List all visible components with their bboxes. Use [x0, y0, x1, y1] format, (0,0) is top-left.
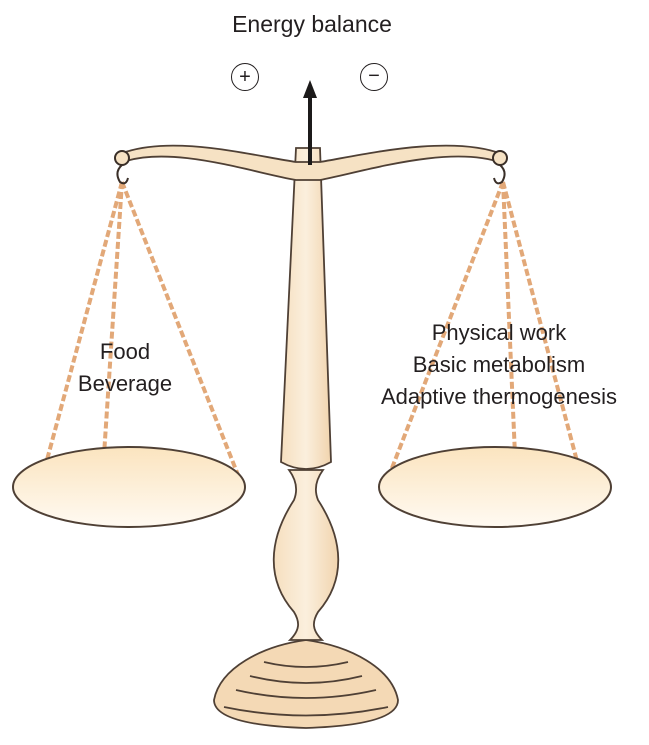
intake-item-beverage: Beverage [60, 368, 190, 400]
right-pan [379, 447, 611, 527]
diagram-title: Energy balance [0, 11, 624, 38]
expenditure-item-physical-work: Physical work [340, 317, 649, 349]
energy-expenditure-labels: Physical work Basic metabolism Adaptive … [340, 317, 649, 413]
left-pan [13, 447, 245, 527]
expenditure-item-adaptive-thermogenesis: Adaptive thermogenesis [340, 381, 649, 413]
expenditure-item-basic-metabolism: Basic metabolism [340, 349, 649, 381]
negative-balance-symbol: − [360, 63, 388, 91]
scale-column [274, 470, 339, 640]
intake-item-food: Food [60, 336, 190, 368]
left-hook [115, 151, 129, 183]
scale-pillar [281, 148, 331, 469]
right-hook [493, 151, 507, 183]
positive-balance-symbol: + [231, 63, 259, 91]
energy-intake-labels: Food Beverage [60, 336, 190, 400]
scale-base [214, 640, 398, 728]
